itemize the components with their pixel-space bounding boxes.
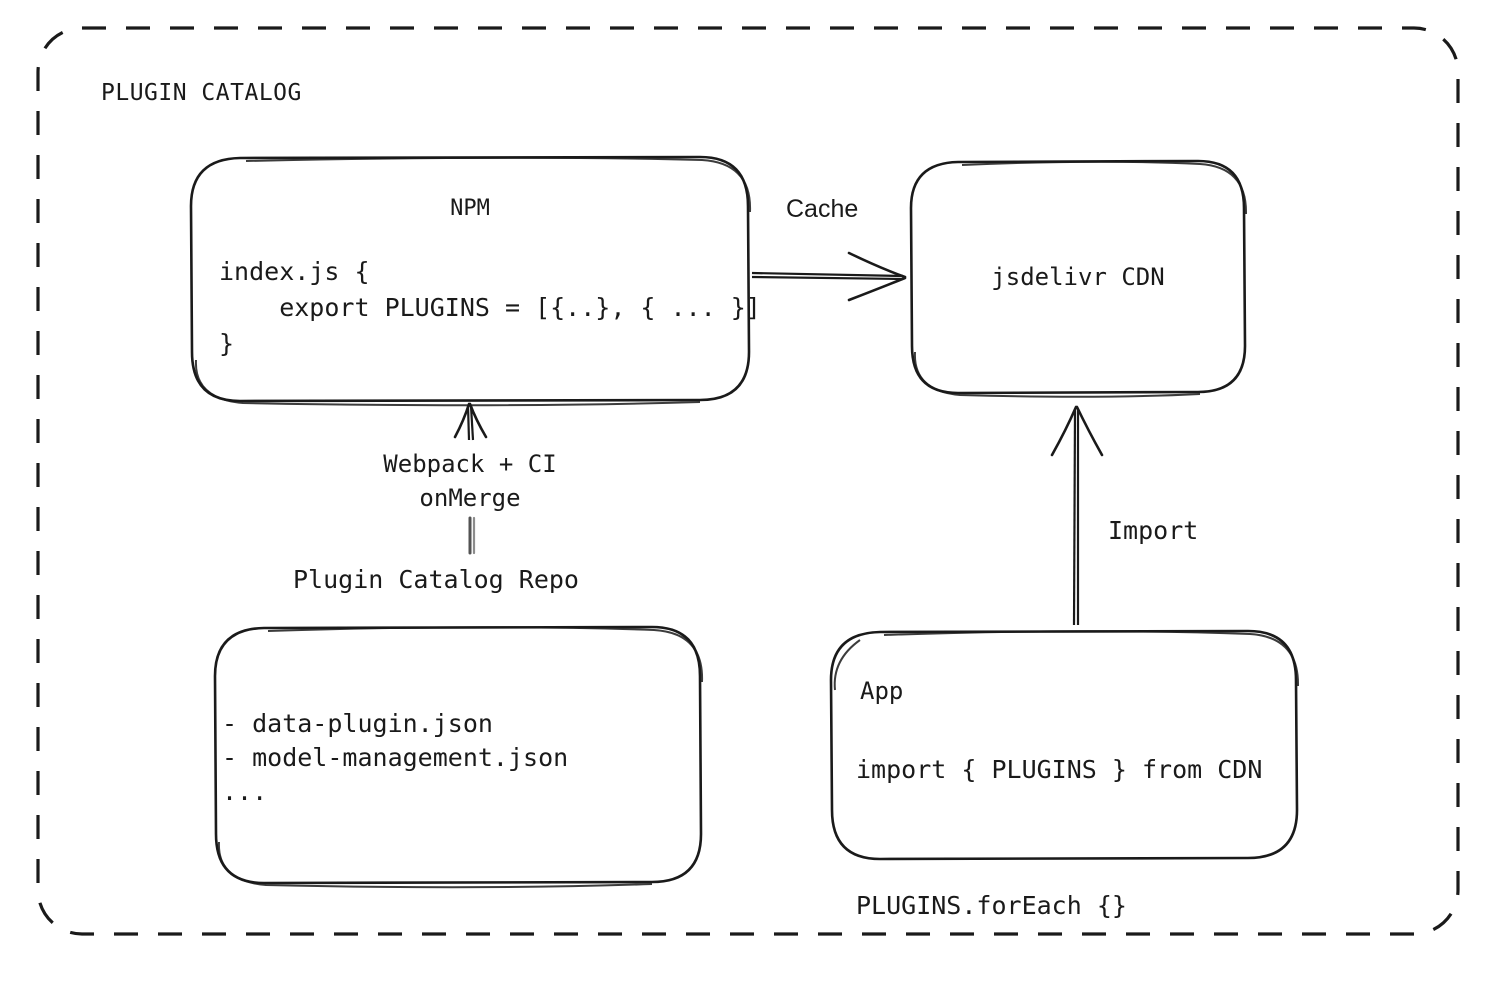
page-title: PLUGIN CATALOG (101, 80, 302, 106)
cache-edge-label: Cache (786, 195, 859, 223)
npm-node-title: NPM (450, 196, 490, 221)
build-edge-label: Webpack + CI onMerge (383, 450, 557, 512)
app-node-code: import { PLUGINS } from CDN PLUGINS.forE… (856, 755, 1263, 920)
repo-node-file-list: - data-plugin.json - model-management.js… (222, 709, 569, 806)
app-node-title: App (860, 677, 904, 705)
npm-node-code: index.js { export PLUGINS = [{..}, { ...… (219, 257, 761, 358)
import-arrow (1050, 405, 1104, 626)
repo-node-caption: Plugin Catalog Repo (293, 565, 579, 594)
import-edge-label: Import (1108, 516, 1199, 545)
cache-arrow (751, 251, 907, 302)
cdn-node-title: jsdelivr CDN (991, 263, 1165, 291)
